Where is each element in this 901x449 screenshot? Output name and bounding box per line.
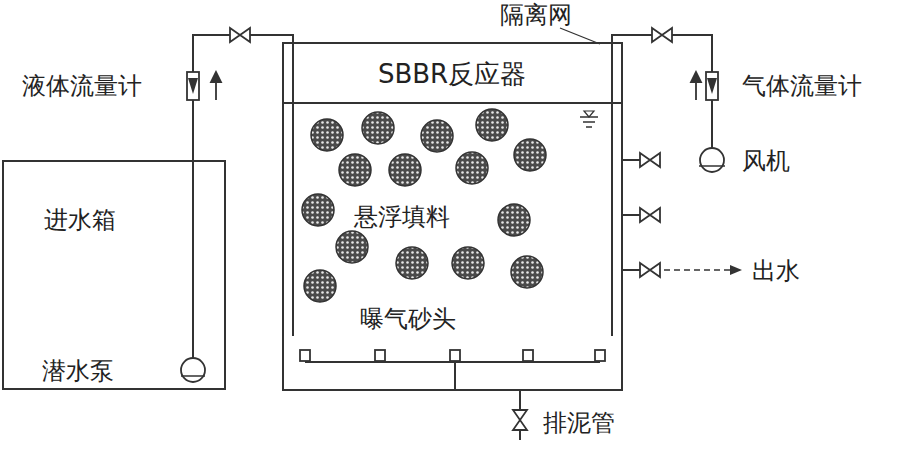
valve [652, 28, 672, 42]
box-title: 进水箱 [44, 207, 116, 233]
aeration-pipe [454, 362, 456, 390]
valve [640, 263, 660, 277]
part-label: 悬浮填料 [352, 204, 452, 230]
part-label: 风机 [742, 148, 790, 174]
flow-arrow [215, 80, 217, 100]
carrier [421, 120, 453, 152]
carrier [498, 204, 530, 236]
carrier [456, 152, 488, 184]
valve [640, 153, 660, 167]
outflow-arrow [730, 265, 742, 275]
flow-arrow [691, 72, 701, 82]
water-level [580, 117, 598, 127]
carrier [339, 154, 371, 186]
inflow-pipe [193, 35, 293, 160]
air-pipe [612, 35, 712, 336]
carrier [302, 194, 334, 226]
carrier [396, 247, 428, 279]
inlet-pipe [192, 160, 194, 358]
carrier [362, 112, 394, 144]
tank-box: 进水箱 [2, 160, 226, 390]
liquid-flowmeter [188, 78, 198, 94]
carrier [452, 247, 484, 279]
isolation-net [283, 102, 621, 104]
liquid-flowmeter [187, 72, 199, 100]
gas-flowmeter [707, 78, 717, 94]
box-title: SBBR反应器 [378, 60, 526, 89]
inflow-pipe [292, 42, 294, 336]
part-label: 潜水泵 [42, 358, 114, 384]
flow-arrow [211, 72, 221, 82]
aeration-stone [300, 350, 310, 361]
pump-base [181, 166, 725, 376]
carrier [514, 139, 546, 171]
aeration-stone [450, 350, 460, 361]
water-level [584, 111, 594, 117]
carrier [389, 154, 421, 186]
valve [230, 28, 250, 42]
aeration-stone [375, 350, 385, 361]
carrier [511, 256, 543, 288]
carrier [476, 109, 508, 141]
outflow-arrow [664, 269, 734, 271]
blower [700, 148, 724, 172]
part-label: 排泥管 [543, 410, 615, 436]
aeration-stone [523, 350, 533, 361]
flow-arrow [695, 80, 697, 100]
aeration-stone [595, 350, 605, 361]
part-label: 隔离网 [500, 2, 572, 28]
part-label: 曝气砂头 [358, 306, 458, 332]
part-label: 出水 [752, 258, 800, 284]
valve [513, 410, 527, 430]
part-label: 液体流量计 [22, 73, 142, 99]
carrier [336, 231, 368, 263]
submersible-pump [181, 358, 205, 382]
gas-flowmeter [706, 72, 718, 100]
carrier [311, 119, 343, 151]
carrier [304, 270, 336, 302]
valve [640, 208, 660, 222]
part-label: 气体流量计 [742, 73, 862, 99]
reactor-box: SBBR反应器 [282, 42, 623, 391]
